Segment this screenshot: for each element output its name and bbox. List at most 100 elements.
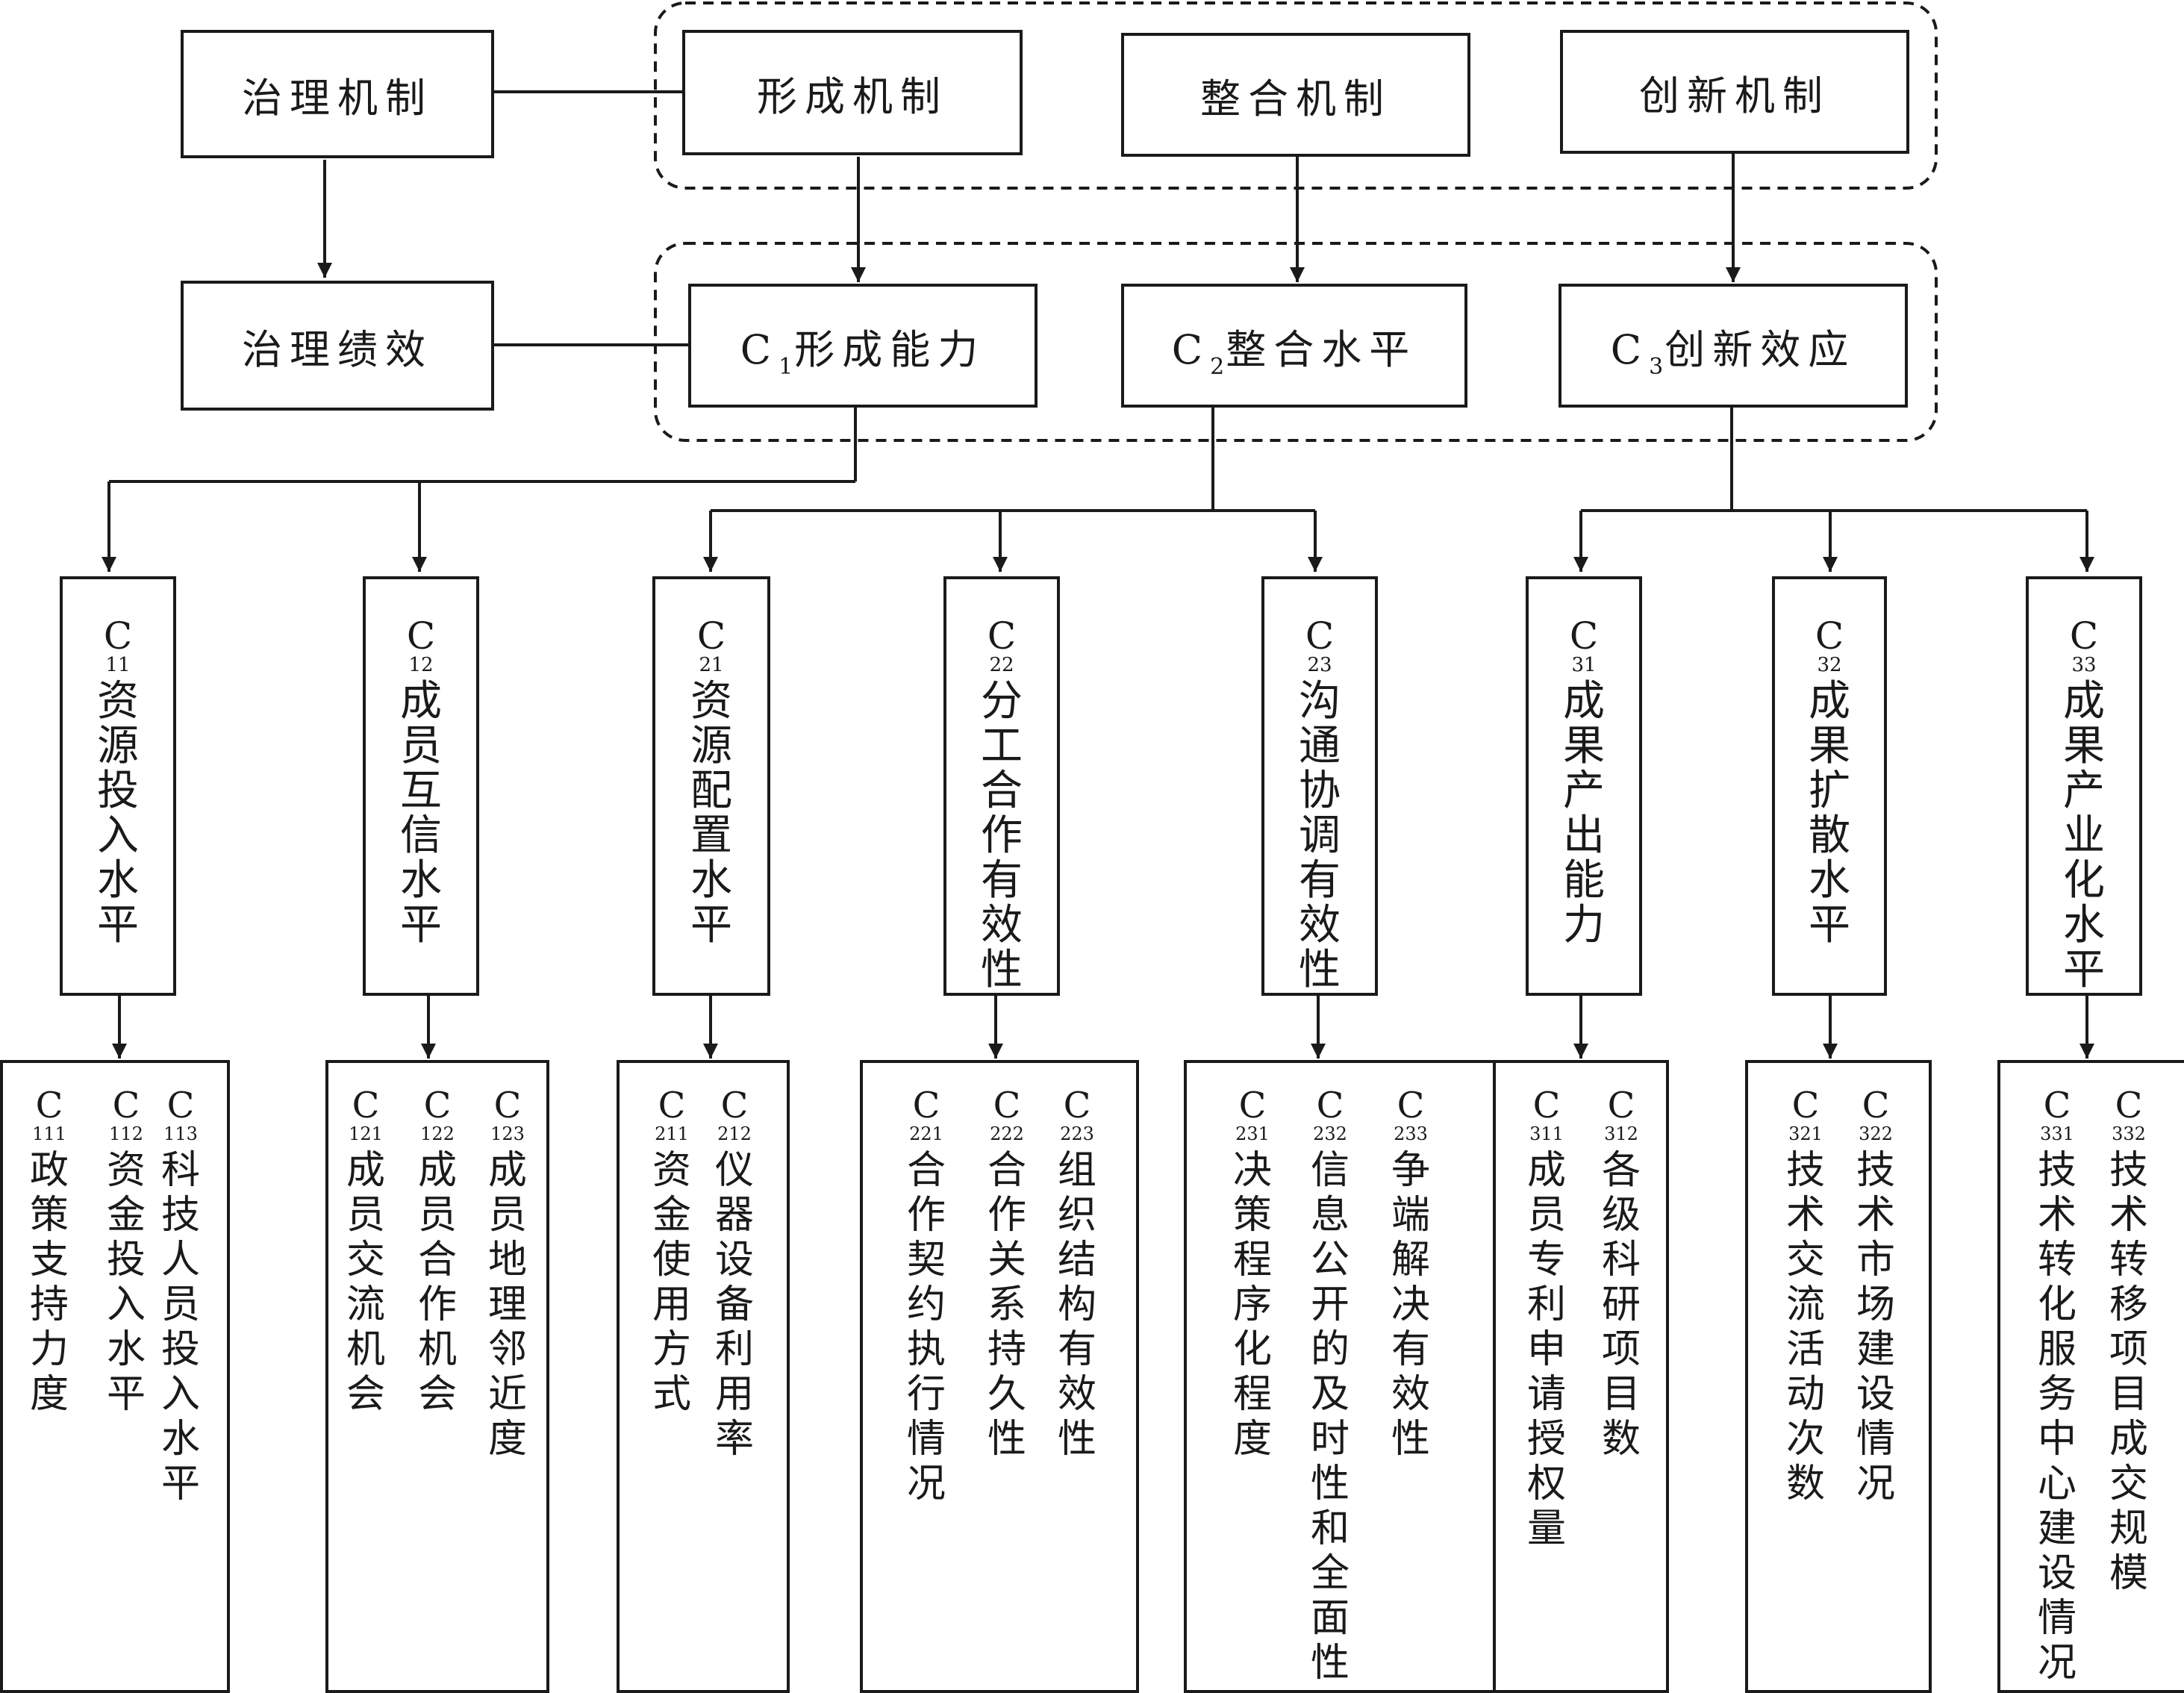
level3-label: 合作关系持久性: [987, 1148, 1026, 1462]
level2-subscript: 11: [105, 654, 131, 676]
level3-letter: C: [1532, 1085, 1561, 1126]
level3-label: 技术交流活动次数: [1785, 1148, 1825, 1506]
level3-label: 仪器设备利用率: [714, 1148, 754, 1462]
level2-label: 成果扩散水平: [1809, 677, 1850, 950]
level3-letter: C: [1607, 1085, 1635, 1126]
c1-letter: C: [740, 325, 779, 373]
level3-subscript: 331: [2040, 1123, 2074, 1144]
level3-label: 政策支持力度: [29, 1148, 69, 1417]
level3-letter: C: [1316, 1085, 1344, 1126]
governance-performance-label: 治理绩效: [242, 325, 433, 373]
level3-letter: C: [658, 1085, 686, 1126]
level3-subscript: 113: [163, 1123, 198, 1144]
integration-mechanism-label: 整合机制: [1200, 75, 1391, 122]
level2-subscript: 33: [2071, 654, 2097, 676]
innovation-mechanism-box: 创新机制: [1560, 30, 1909, 154]
innovation-mechanism-label: 创新机制: [1639, 72, 1830, 119]
level3-label: 成员合作机会: [417, 1148, 457, 1417]
level3-subscript: 121: [349, 1123, 383, 1144]
level2-letter: C: [696, 614, 726, 658]
level3-label: 资金投入水平: [106, 1148, 146, 1417]
level3-subscript: 231: [1235, 1123, 1270, 1144]
level3-letter: C: [993, 1085, 1021, 1126]
c3-subscript: 3: [1649, 353, 1664, 380]
level3-subscript: 332: [2112, 1123, 2146, 1144]
level3-subscript: 222: [990, 1123, 1024, 1144]
level3-letter: C: [352, 1085, 380, 1126]
level3-subscript: 123: [490, 1123, 525, 1144]
level3-label: 技术转化服务中心建设情况: [2037, 1148, 2077, 1686]
level3-subscript: 321: [1788, 1123, 1823, 1144]
level3-letter: C: [1862, 1085, 1890, 1126]
level3-label: 技术市场建设情况: [1856, 1148, 1895, 1506]
level2-subscript: 12: [408, 654, 434, 676]
level3-label: 各级科研项目数: [1601, 1148, 1641, 1462]
level2-label: 成员互信水平: [400, 677, 442, 950]
level2-label: 沟通协调有效性: [1299, 677, 1341, 994]
level2-letter: C: [1305, 614, 1335, 658]
level3-label: 信息公开的及时性和全面性: [1310, 1148, 1350, 1686]
level2-label: 资源投入水平: [97, 677, 139, 950]
level3-label: 成员地理邻近度: [487, 1148, 527, 1462]
level2-subscript: 31: [1571, 654, 1597, 676]
level3-label: 成员专利申请授权量: [1526, 1148, 1566, 1551]
level2-label: 成果产业化水平: [2063, 677, 2105, 994]
governance-mechanism-label: 治理机制: [242, 74, 433, 122]
level3-letter: C: [1397, 1085, 1425, 1126]
level2-subscript: 23: [1307, 654, 1332, 676]
c1-subscript: 1: [779, 353, 793, 380]
level3-subscript: 112: [109, 1123, 143, 1144]
level3-letter: C: [912, 1085, 940, 1126]
c3-innovation-effect-box: C3创新效应: [1559, 284, 1908, 408]
level2-letter: C: [406, 614, 436, 658]
level2-subscript: 21: [699, 654, 724, 676]
level3-letter: C: [35, 1085, 63, 1126]
level3-label: 资金使用方式: [652, 1148, 691, 1417]
c2-subscript: 2: [1210, 353, 1225, 380]
level3-label: 科技人员投入水平: [160, 1148, 200, 1506]
level3-subscript: 232: [1313, 1123, 1347, 1144]
c2-letter: C: [1171, 325, 1211, 373]
level3-letter: C: [1791, 1085, 1820, 1126]
level2-letter: C: [103, 614, 133, 658]
level2-letter: C: [987, 614, 1017, 658]
level2-subscript: 32: [1817, 654, 1842, 676]
level3-letter: C: [1063, 1085, 1091, 1126]
c3-label: 创新效应: [1664, 325, 1856, 373]
governance-mechanism-box: 治理机制: [181, 30, 494, 158]
level3-subscript: 111: [32, 1123, 66, 1144]
level3-letter: C: [1238, 1085, 1267, 1126]
level3-label: 争端解决有效性: [1391, 1148, 1430, 1462]
integration-mechanism-box: 整合机制: [1121, 33, 1470, 157]
level3-letter: C: [166, 1085, 195, 1126]
level3-subscript: 223: [1060, 1123, 1094, 1144]
level3-subscript: 211: [655, 1123, 689, 1144]
governance-performance-box: 治理绩效: [181, 281, 494, 411]
level3-label: 合作契约执行情况: [906, 1148, 946, 1506]
level3-letter: C: [2043, 1085, 2071, 1126]
level3-subscript: 322: [1859, 1123, 1893, 1144]
level2-letter: C: [2069, 614, 2099, 658]
